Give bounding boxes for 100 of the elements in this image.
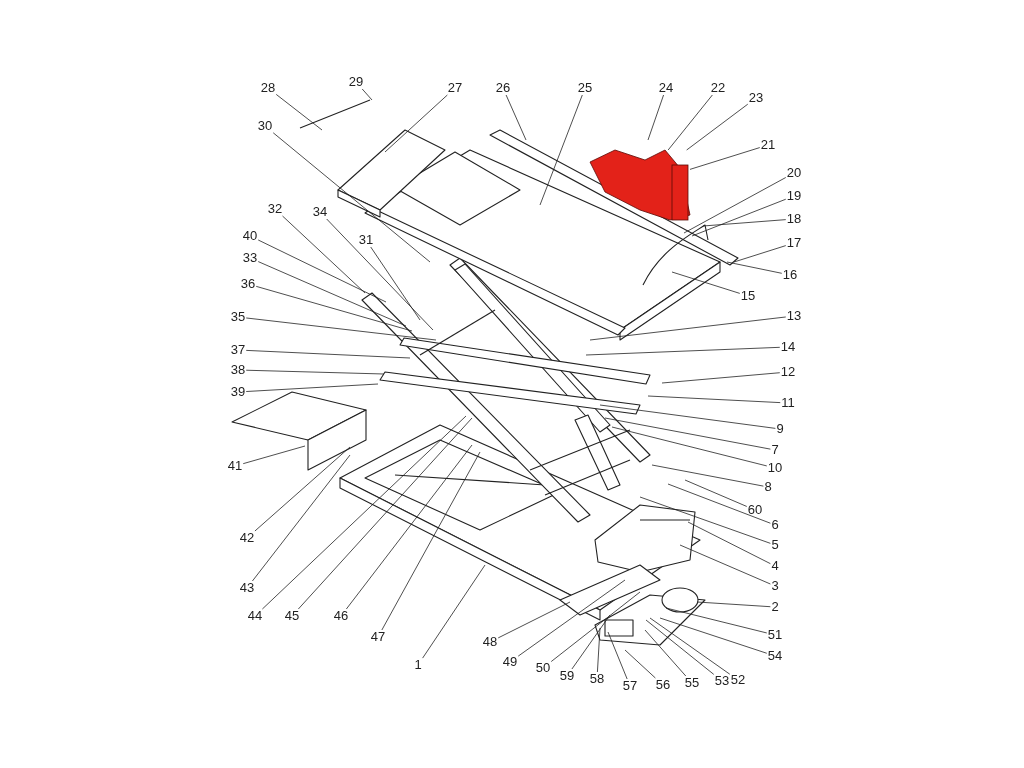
leader-line [262, 415, 467, 610]
callout-number: 41 [226, 459, 244, 473]
leader-line [661, 372, 781, 384]
leader-line [684, 479, 748, 507]
leader-line [275, 94, 323, 131]
callout-number: 25 [576, 81, 594, 95]
leader-line [686, 103, 749, 151]
leader-line [607, 631, 628, 680]
callout-number: 54 [766, 649, 784, 663]
leader-line [691, 198, 787, 237]
callout-number: 43 [238, 581, 256, 595]
leader-line [345, 444, 473, 610]
leader-line [604, 417, 771, 450]
callout-number: 38 [229, 363, 247, 377]
leader-line [550, 591, 641, 662]
leader-line [667, 483, 771, 524]
callout-number: 59 [558, 669, 576, 683]
callout-number: 28 [259, 81, 277, 95]
leader-line [589, 316, 787, 341]
leader-line [702, 219, 787, 227]
leader-line [422, 564, 486, 659]
callout-number: 30 [256, 119, 274, 133]
callout-number: 42 [238, 531, 256, 545]
leader-line [245, 383, 379, 392]
leader-line [381, 451, 481, 631]
callout-number: 40 [241, 229, 259, 243]
leader-line [599, 404, 776, 429]
leader-line [272, 132, 431, 263]
callout-number: 32 [266, 202, 284, 216]
callout-number: 15 [739, 289, 757, 303]
callout-number: 33 [241, 251, 259, 265]
leader-line [667, 94, 713, 151]
callout-number: 10 [766, 461, 784, 475]
leader-line [257, 239, 387, 303]
callout-number: 17 [785, 236, 803, 250]
leader-line [647, 395, 781, 403]
leader-line [326, 218, 434, 331]
callout-number: 55 [683, 676, 701, 690]
callout-number: 60 [746, 503, 764, 517]
callout-number: 57 [621, 679, 639, 693]
callout-number: 21 [759, 138, 777, 152]
callout-number: 37 [229, 343, 247, 357]
leader-line [611, 426, 768, 467]
leader-line [571, 614, 611, 670]
leader-line [252, 454, 351, 582]
leader-line [679, 544, 771, 585]
leader-line [517, 579, 626, 657]
leader-line [659, 617, 768, 654]
leader-line [687, 521, 771, 565]
callout-number: 47 [369, 630, 387, 644]
leader-line [624, 649, 656, 679]
callout-number: 14 [779, 340, 797, 354]
callout-number: 31 [357, 233, 375, 247]
leader-line [245, 369, 385, 375]
callout-number: 4 [770, 559, 780, 573]
callout-number: 36 [239, 277, 257, 291]
callout-number: 44 [246, 609, 264, 623]
leader-line [297, 417, 473, 610]
leader-line [254, 446, 351, 532]
callout-number: 58 [588, 672, 606, 686]
leader-line [505, 94, 527, 141]
callout-number: 27 [446, 81, 464, 95]
leader-line [689, 147, 761, 170]
callout-number: 23 [747, 91, 765, 105]
callout-number: 35 [229, 310, 247, 324]
callout-number: 39 [229, 385, 247, 399]
callout-number: 20 [785, 166, 803, 180]
leader-line [665, 607, 768, 634]
callout-number: 16 [781, 268, 799, 282]
leader-line [696, 601, 771, 608]
leader-line [645, 619, 715, 675]
callout-number: 5 [770, 538, 780, 552]
leader-line [733, 245, 787, 263]
leader-line [639, 496, 771, 544]
leader-line [671, 271, 741, 294]
callout-number: 46 [332, 609, 350, 623]
callout-number: 3 [770, 579, 780, 593]
callout-number: 52 [729, 673, 747, 687]
callout-number: 24 [657, 81, 675, 95]
callout-number: 53 [713, 674, 731, 688]
callout-number: 1 [413, 658, 423, 672]
callout-number: 34 [311, 205, 329, 219]
leader-line [726, 261, 783, 274]
leader-line [245, 317, 437, 341]
callout-number: 50 [534, 661, 552, 675]
callout-number: 8 [763, 480, 773, 494]
leader-line [497, 601, 571, 639]
leader-line [649, 617, 731, 675]
leader-line [585, 346, 781, 356]
callout-number: 56 [654, 678, 672, 692]
callout-number: 22 [709, 81, 727, 95]
callout-number: 11 [780, 396, 796, 410]
leader-line [245, 350, 411, 359]
leader-line [257, 261, 407, 327]
leader-line [644, 629, 687, 677]
leader-line [384, 94, 448, 153]
callout-number: 29 [347, 75, 365, 89]
leader-line [255, 285, 413, 332]
callout-number: 12 [779, 365, 797, 379]
callout-number: 18 [785, 212, 803, 226]
